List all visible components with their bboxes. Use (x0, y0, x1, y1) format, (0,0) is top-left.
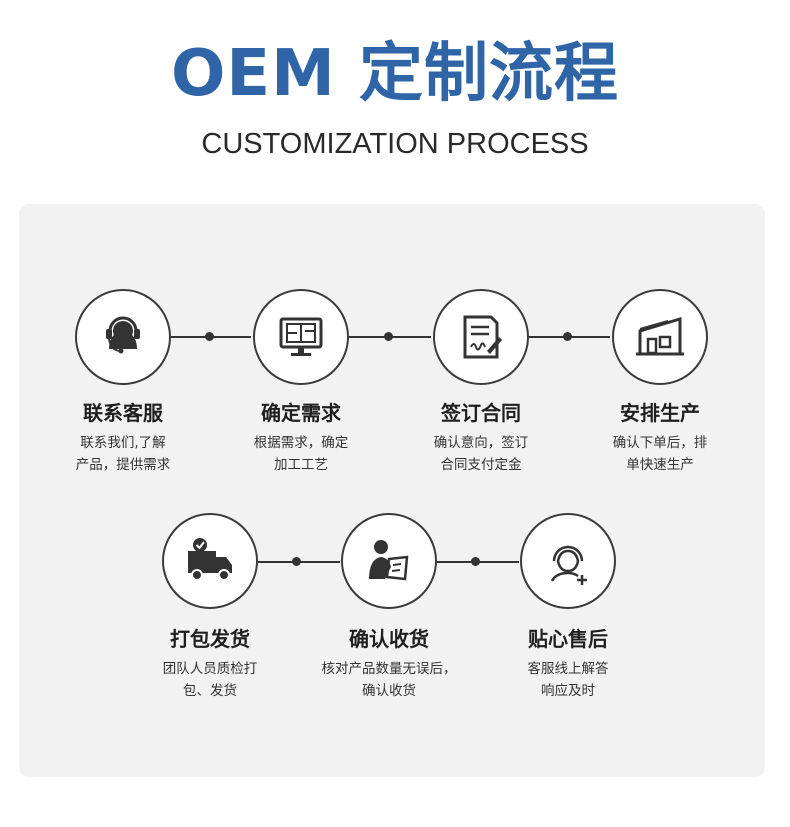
connector-dot (471, 557, 480, 566)
step-icon-circle (75, 289, 171, 385)
step-title: 联系客服 (83, 401, 163, 425)
step-description: 核对产品数量无误后，确认收货 (321, 661, 457, 699)
contract-sign-icon (463, 315, 502, 359)
person-receiving-icon (369, 540, 409, 581)
step-title: 安排生产 (620, 401, 700, 425)
step-description: 团队人员质检打包、发货 (162, 661, 258, 699)
blueprint-monitor-icon (279, 317, 323, 356)
connector-dot (384, 332, 393, 341)
page-subtitle: CUSTOMIZATION PROCESS (201, 128, 589, 160)
step-title: 确认收货 (349, 627, 429, 651)
step-description: 根据需求，确定加工工艺 (253, 435, 349, 473)
customer-service-icon (550, 545, 587, 585)
step-description: 客服线上解答响应及时 (527, 661, 609, 699)
step-title: 签订合同 (441, 401, 521, 425)
headset-agent-icon (106, 316, 140, 354)
connector-dot (292, 557, 301, 566)
step-description: 联系我们,了解产品，提供需求 (75, 435, 171, 473)
step-description: 确认意向，签订合同支付定金 (433, 435, 529, 473)
step-icon-circle (341, 513, 437, 609)
step-icon-circle (520, 513, 616, 609)
connector-dot (563, 332, 572, 341)
connector-dot (205, 332, 214, 341)
step-title: 确定需求 (261, 401, 341, 425)
step-icon-circle (253, 289, 349, 385)
step-icon-circle (433, 289, 529, 385)
factory-icon (636, 316, 684, 356)
page-title: OEM 定制流程 (170, 37, 620, 111)
delivery-truck-icon (188, 538, 232, 581)
step-description: 确认下单后，排单快速生产 (612, 435, 708, 473)
step-title: 打包发货 (170, 627, 250, 651)
step-icon-circle (162, 513, 258, 609)
step-icon-circle (612, 289, 708, 385)
step-title: 贴心售后 (528, 627, 608, 651)
